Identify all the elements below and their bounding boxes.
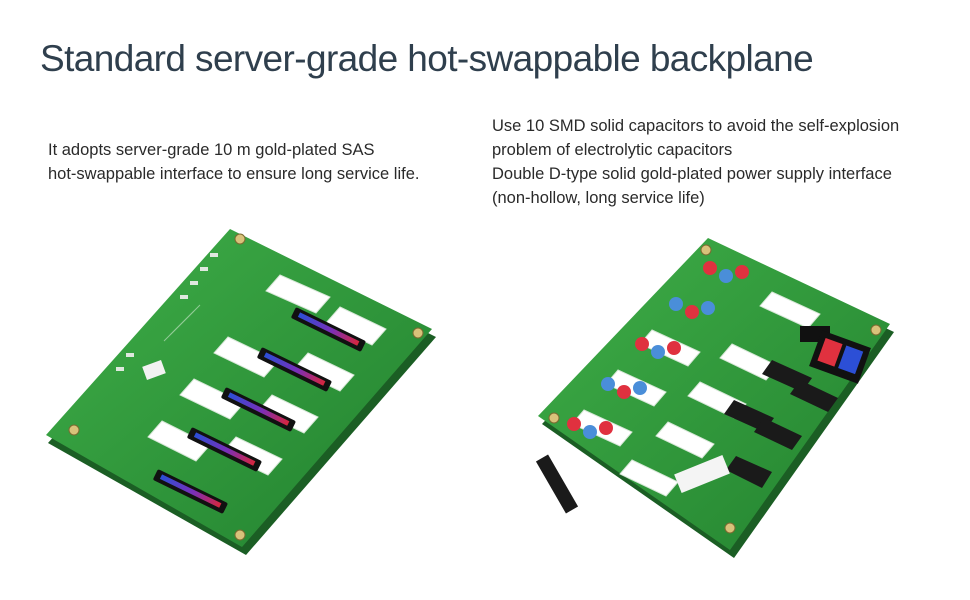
smd-capacitors (567, 261, 749, 439)
page-title: Standard server-grade hot-swappable back… (40, 38, 814, 79)
right-caption-line: (non-hollow, long service life) (492, 189, 705, 207)
left-caption-line: It adopts server-grade 10 m gold-plated … (48, 141, 375, 159)
right-caption-line: Double D-type solid gold-plated power su… (492, 165, 892, 183)
backplane-front-image (46, 229, 436, 555)
right-caption-line: Use 10 SMD solid capacitors to avoid the… (492, 117, 900, 135)
sata-connectors (724, 360, 838, 488)
left-caption: It adopts server-grade 10 m gold-plated … (48, 138, 419, 186)
pcb-board (46, 229, 432, 547)
sas-connectors (153, 307, 366, 514)
d-type-power-interface (800, 326, 871, 384)
right-caption: Use 10 SMD solid capacitors to avoid the… (492, 114, 899, 210)
right-caption-line: problem of electrolytic capacitors (492, 141, 733, 159)
backplane-back-image (535, 238, 894, 558)
left-caption-line: hot-swappable interface to ensure long s… (48, 165, 420, 183)
